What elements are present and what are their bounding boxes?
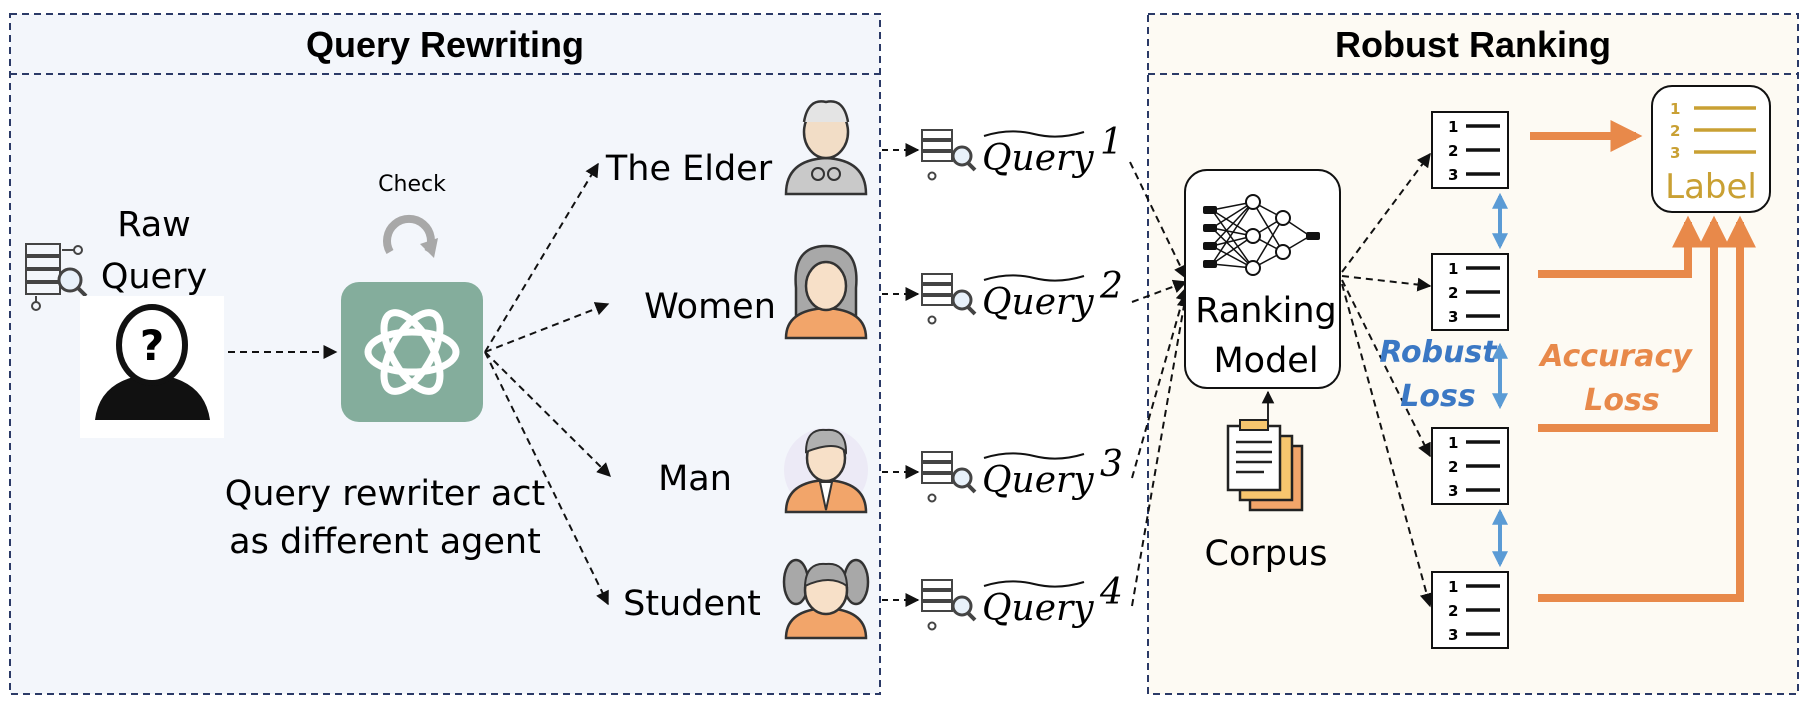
svg-text:1: 1: [1448, 118, 1458, 136]
svg-text:3: 3: [1448, 166, 1458, 184]
svg-text:2: 2: [1448, 142, 1458, 160]
svg-text:1: 1: [1670, 100, 1680, 118]
svg-text:1: 1: [1448, 578, 1458, 596]
student-avatar-icon: [782, 558, 870, 640]
corpus-label: Corpus: [1205, 534, 1328, 574]
rank-list-3: 1 2 3: [1431, 427, 1509, 505]
rewriter-caption-line1: Query rewriter act: [225, 474, 546, 514]
svg-text:?: ?: [140, 321, 164, 370]
chatgpt-logo-icon: [341, 282, 483, 422]
raw-query-db-icon: [25, 243, 88, 311]
check-label: Check: [378, 172, 446, 197]
svg-text:1: 1: [1448, 260, 1458, 278]
query-3-word: Query: [982, 460, 1094, 501]
svg-text:3: 3: [1448, 626, 1458, 644]
query-2-superscript: 2: [1099, 266, 1123, 307]
query-1-superscript: 1: [1100, 122, 1123, 163]
svg-text:1: 1: [1448, 434, 1458, 452]
query-4-word: Query: [982, 588, 1094, 629]
svg-text:3: 3: [1448, 308, 1458, 326]
query-1: Query 1: [921, 122, 1123, 181]
model-to-list-arrows: [1341, 152, 1434, 608]
rank-list-2: 1 2 3: [1431, 253, 1509, 331]
woman-avatar-icon: [784, 244, 868, 340]
man-avatar-icon: [784, 428, 868, 514]
check-cycle-icon: [383, 214, 438, 258]
accuracy-loss-label-line1: Accuracy: [1538, 339, 1693, 374]
rewriter-to-agent-arrows: [484, 162, 611, 606]
agent-to-query-arrows: [882, 143, 920, 607]
query-1-word: Query: [982, 138, 1094, 179]
robust-ranking-title: Robust Ranking: [1335, 24, 1611, 65]
svg-text:3: 3: [1448, 482, 1458, 500]
raw-query-label-line1: Raw: [117, 205, 191, 245]
svg-text:2: 2: [1670, 122, 1680, 140]
agent-label-man: Man: [658, 459, 732, 499]
query-2: Query 2: [921, 266, 1123, 325]
unknown-user-icon: ?: [80, 296, 224, 438]
query-2-word: Query: [982, 282, 1094, 323]
query-4: Query 4: [921, 572, 1123, 631]
robust-loss-label-line1: Robust: [1379, 335, 1498, 370]
agent-label-women: Women: [644, 287, 776, 327]
svg-text:2: 2: [1448, 602, 1458, 620]
svg-text:2: 2: [1448, 458, 1458, 476]
agent-label-student: Student: [623, 584, 761, 624]
query-3-db-icon: [921, 451, 977, 503]
query-4-superscript: 4: [1099, 572, 1123, 613]
label-box: 1 2 3 Label: [1651, 85, 1771, 213]
ranking-model-box: Ranking Model: [1184, 169, 1341, 389]
query-3: Query 3: [921, 444, 1123, 503]
query-3-superscript: 3: [1100, 444, 1123, 485]
label-text: Label: [1665, 167, 1757, 207]
rewriter-caption-line2: as different agent: [229, 522, 541, 562]
svg-text:2: 2: [1448, 284, 1458, 302]
elder-avatar-icon: [784, 100, 868, 196]
robust-loss-label-line2: Loss: [1400, 379, 1475, 414]
svg-text:3: 3: [1670, 144, 1680, 162]
query-2-db-icon: [921, 273, 977, 325]
raw-query-label-line2: Query: [101, 257, 207, 297]
rank-list-4: 1 2 3: [1431, 571, 1509, 649]
query-rewriting-title: Query Rewriting: [306, 24, 584, 65]
agent-label-elder: The Elder: [605, 149, 773, 189]
corpus-documents-icon: [1226, 419, 1304, 512]
accuracy-loss-label-line2: Loss: [1584, 383, 1659, 418]
ranking-model-label-line1: Ranking: [1195, 291, 1337, 331]
ranking-model-label-line2: Model: [1213, 341, 1318, 381]
accuracy-loss-connectors: [1530, 120, 1756, 602]
query-to-model-arrows: [1129, 161, 1191, 607]
query-4-db-icon: [921, 579, 977, 631]
query-1-db-icon: [921, 129, 977, 181]
label-list-icon: 1 2 3: [1670, 100, 1756, 162]
rank-list-1: 1 2 3: [1431, 111, 1509, 189]
